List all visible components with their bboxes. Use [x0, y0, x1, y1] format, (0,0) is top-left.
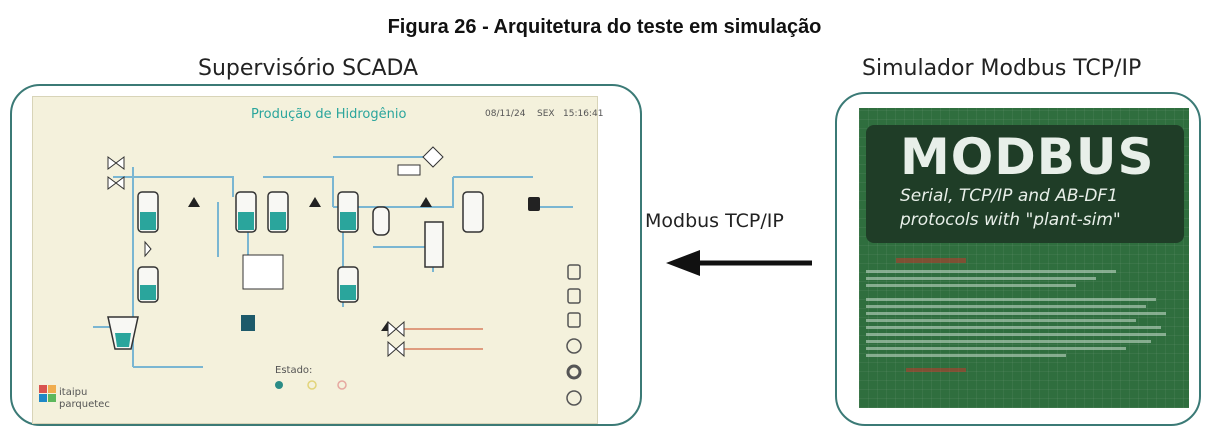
connection-arrow-icon	[666, 250, 812, 276]
simulator-subtitle-line1: Serial, TCP/IP and AB-DF1	[900, 186, 1119, 206]
logo-text-line1: itaipu	[59, 387, 88, 398]
figure-title: Figura 26 - Arquitetura do teste em simu…	[387, 16, 822, 38]
scada-weekday: SEX	[537, 109, 555, 119]
scada-date: 08/11/24	[485, 109, 526, 119]
simulator-heading: MODBUS	[900, 128, 1155, 186]
simulator-license-text	[866, 258, 1166, 372]
process-diagram	[39, 146, 582, 406]
simulator-panel-title: Simulador Modbus TCP/IP	[862, 56, 1142, 81]
simulator-banner	[866, 125, 1184, 243]
connection-label: Modbus TCP/IP	[645, 210, 784, 232]
scada-screen-title: Produção de Hidrogênio	[251, 107, 407, 122]
estado-label: Estado:	[275, 365, 313, 376]
scada-panel-title: Supervisório SCADA	[198, 56, 419, 81]
scada-screen: Produção de Hidrogênio 08/11/24 SEX 15:1…	[32, 96, 603, 424]
scada-time: 15:16:41	[563, 109, 604, 119]
logo-text-line2: parquetec	[59, 399, 110, 410]
simulator-subtitle-line2: protocols with "plant-sim"	[900, 210, 1121, 230]
